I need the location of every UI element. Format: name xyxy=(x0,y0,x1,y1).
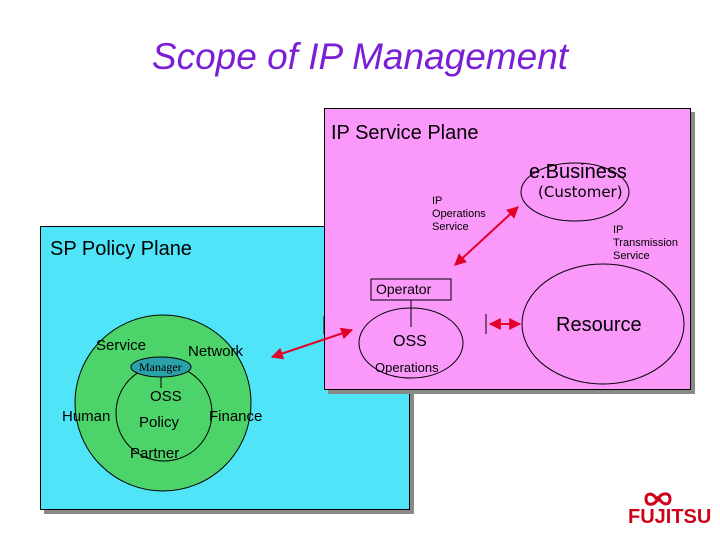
operations-label: Operations xyxy=(375,360,439,375)
resource-label: Resource xyxy=(556,314,642,336)
sp-plane-label: SP Policy Plane xyxy=(50,238,192,260)
ip-oss-label: OSS xyxy=(393,333,427,350)
human-label: Human xyxy=(62,408,111,425)
infinity-icon xyxy=(644,492,672,506)
operator-label: Operator xyxy=(376,281,432,297)
arrow-ebusiness-operations xyxy=(454,206,519,266)
customer-label: (Customer) xyxy=(538,183,623,201)
page-title: Scope of IP Management xyxy=(151,36,569,77)
ip-plane-label: IP Service Plane xyxy=(331,122,479,144)
finance-label: Finance xyxy=(209,408,263,425)
manager-label: Manager xyxy=(139,360,182,374)
operator-box xyxy=(370,278,452,301)
policy-label: Policy xyxy=(139,414,180,431)
sp-oss-label: OSS xyxy=(150,388,182,405)
partner-label: Partner xyxy=(130,445,180,462)
service-label: Service xyxy=(96,337,147,354)
arrow-policy-oss xyxy=(270,327,354,360)
network-label: Network xyxy=(188,343,244,360)
fujitsu-wordmark: FUJITSU xyxy=(628,506,712,528)
ip-trans-service-label: IP Transmission Service xyxy=(613,224,678,262)
ebusiness-circle xyxy=(520,162,630,222)
ip-ops-service-label: IP Operations Service xyxy=(432,195,486,233)
fujitsu-logo: FUJITSU xyxy=(628,490,712,530)
resource-circle xyxy=(521,263,685,385)
ebusiness-label: e.Business xyxy=(529,161,627,183)
